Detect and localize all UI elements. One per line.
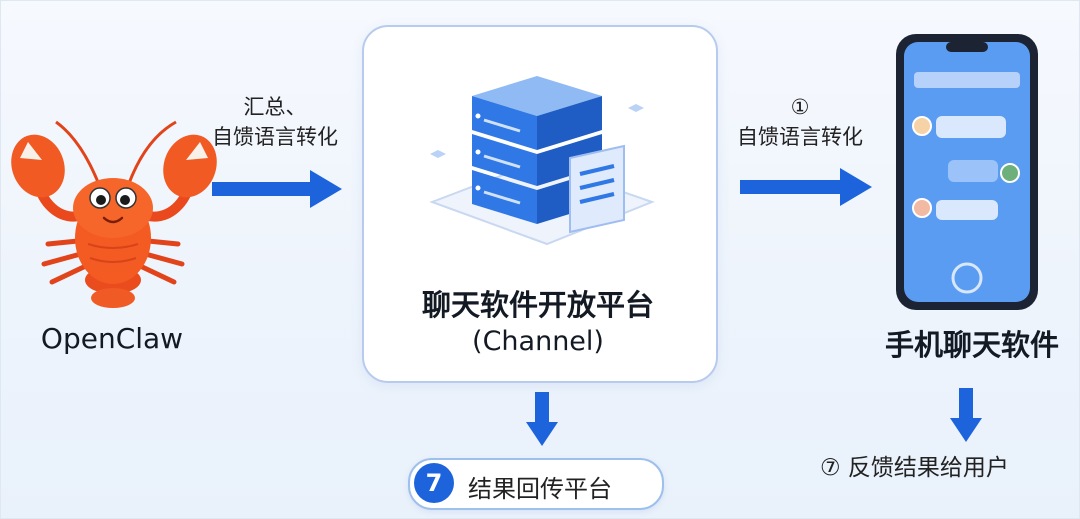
lobster-icon (11, 120, 217, 308)
edge-openclaw-channel-label: 汇总、 自馈语言转化 (200, 92, 350, 152)
edge-channel-phone-label: ① 自馈语言转化 (720, 92, 880, 152)
phone-app-label: 手机聊天软件 (884, 328, 1059, 362)
arrow-channel-down (526, 392, 558, 446)
channel-subtitle: (Channel) (472, 326, 604, 357)
channel-title: 聊天软件开放平台 (421, 288, 654, 322)
arrow-channel-to-phone (740, 168, 872, 206)
edge-label-line2: 自馈语言转化 (737, 125, 863, 149)
step-return-pill: 7 结果回传平台 (408, 458, 664, 510)
server-icon (429, 76, 655, 246)
arrow-phone-down (950, 388, 982, 442)
step-feedback-text: ⑦ 反馈结果给用户 (820, 455, 1009, 481)
step-return-text: 结果回传平台 (468, 475, 612, 503)
arrow-openclaw-to-channel (212, 170, 342, 208)
edge-label-line2: 自馈语言转化 (212, 125, 338, 149)
step-number-badge: 7 (414, 463, 454, 503)
openclaw-label: OpenClaw (40, 322, 184, 355)
edge-label-line1: ① (790, 95, 810, 119)
edge-label-line1: 汇总、 (243, 95, 307, 119)
smartphone-icon (896, 34, 1038, 310)
document-icon (569, 144, 625, 234)
